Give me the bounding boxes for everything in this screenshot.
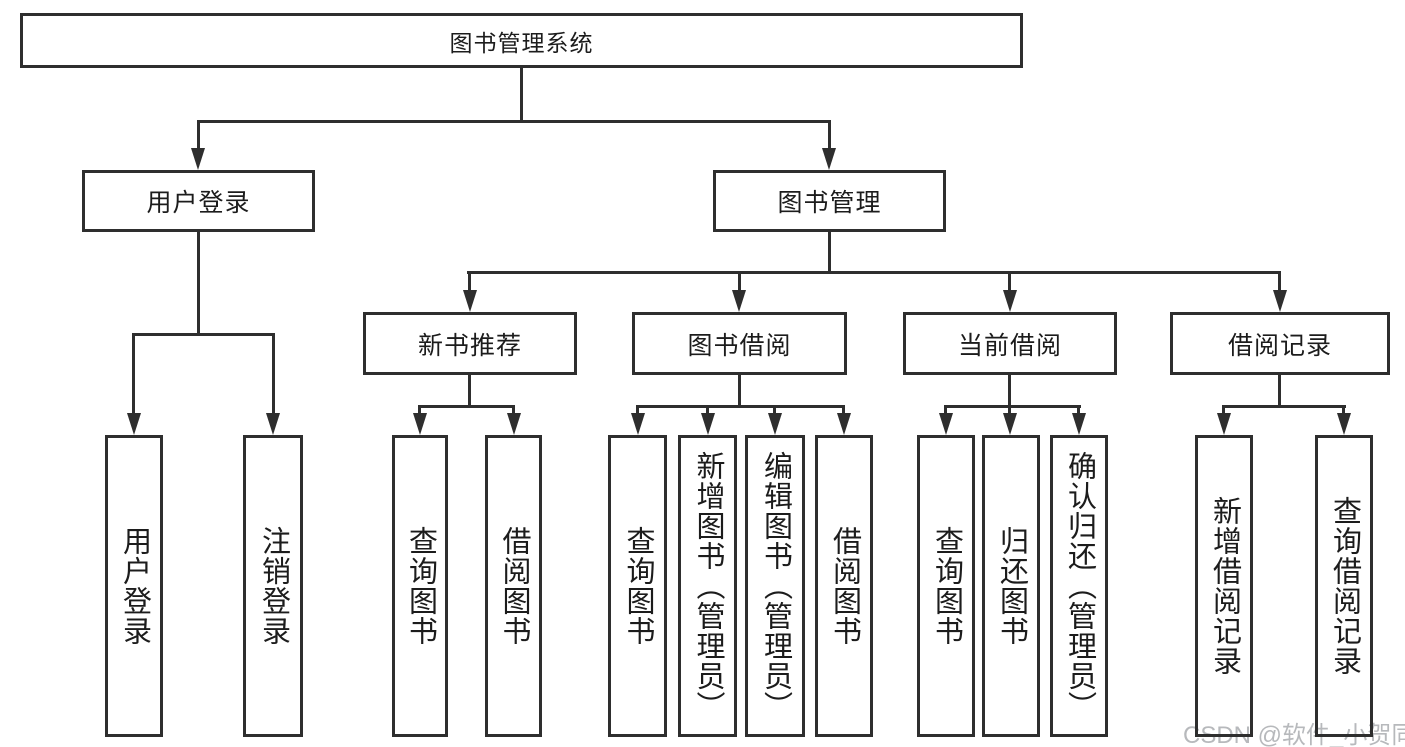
- connector-line: [738, 271, 741, 290]
- connector-line: [842, 405, 845, 413]
- node-borrowing-records: 借阅记录: [1170, 312, 1390, 375]
- connector-line: [944, 405, 947, 413]
- arrow-down-icon: [837, 413, 851, 435]
- node-label: 确认归还（管理员）: [1063, 451, 1096, 721]
- node-root-system: 图书管理系统: [20, 13, 1023, 68]
- arrow-down-icon: [1217, 413, 1231, 435]
- node-label: 查询借阅记录: [1328, 496, 1361, 676]
- node-label: 用户登录: [146, 189, 251, 217]
- node-label: 新书推荐: [417, 331, 522, 360]
- node-label: 借阅图书: [498, 526, 530, 646]
- node-new-book-recommend: 新书推荐: [363, 312, 577, 375]
- node-leaf-query-books-2: 查询图书: [608, 435, 667, 737]
- node-leaf-confirm-return-admin: 确认归还（管理员）: [1050, 435, 1108, 737]
- connector-line: [828, 232, 831, 271]
- node-user-login-branch: 用户登录: [82, 170, 315, 232]
- arrow-down-icon: [939, 413, 953, 435]
- node-label: 新增图书（管理员）: [692, 451, 724, 721]
- connector-line: [1008, 375, 1011, 405]
- connector-line: [197, 232, 200, 333]
- node-label: 查询图书: [404, 526, 437, 646]
- arrow-down-icon: [732, 290, 746, 312]
- node-current-borrowing: 当前借阅: [903, 312, 1117, 375]
- node-leaf-borrow-books-1: 借阅图书: [485, 435, 542, 737]
- node-leaf-user-login: 用户登录: [105, 435, 163, 737]
- node-leaf-borrow-books-2: 借阅图书: [815, 435, 873, 737]
- node-leaf-return-books: 归还图书: [982, 435, 1040, 737]
- connector-line: [1222, 405, 1225, 413]
- connector-line: [468, 271, 471, 290]
- connector-line: [738, 375, 741, 405]
- arrow-down-icon: [1072, 413, 1086, 435]
- arrow-down-icon: [822, 148, 836, 170]
- node-label: 当前借阅: [957, 331, 1062, 360]
- connector-line: [512, 405, 515, 413]
- connector-line: [1077, 405, 1080, 413]
- connector-line: [418, 405, 515, 408]
- connector-line: [706, 405, 709, 413]
- connector-line: [132, 333, 275, 336]
- arrow-down-icon: [1003, 290, 1017, 312]
- connector-line: [1278, 271, 1281, 290]
- node-leaf-logout: 注销登录: [243, 435, 303, 737]
- arrow-down-icon: [507, 413, 521, 435]
- connector-line: [1008, 271, 1011, 290]
- connector-line: [272, 333, 275, 413]
- connector-line: [418, 405, 421, 413]
- connector-line: [773, 405, 776, 413]
- arrow-down-icon: [463, 290, 477, 312]
- connector-line: [197, 120, 831, 123]
- node-label: 图书借阅: [687, 331, 792, 360]
- connector-line: [828, 120, 831, 150]
- node-label: 注销登录: [257, 526, 290, 646]
- connector-line: [1222, 405, 1346, 408]
- node-label: 借阅图书: [828, 526, 861, 646]
- node-leaf-query-borrow-record: 查询借阅记录: [1315, 435, 1373, 737]
- node-leaf-add-books-admin: 新增图书（管理员）: [678, 435, 737, 737]
- node-label: 用户登录: [118, 526, 151, 646]
- connector-line: [1342, 405, 1345, 413]
- connector-line: [944, 405, 1081, 408]
- arrow-down-icon: [127, 413, 141, 435]
- connector-line: [1008, 405, 1011, 413]
- connector-line: [520, 68, 523, 120]
- arrow-down-icon: [191, 148, 205, 170]
- node-leaf-query-books-3: 查询图书: [917, 435, 975, 737]
- connector-line: [636, 405, 845, 408]
- arrow-down-icon: [1003, 413, 1017, 435]
- node-label: 归还图书: [995, 526, 1028, 646]
- connector-line: [132, 333, 135, 413]
- node-leaf-add-borrow-record: 新增借阅记录: [1195, 435, 1253, 737]
- node-label: 查询图书: [930, 526, 963, 646]
- arrow-down-icon: [413, 413, 427, 435]
- arrow-down-icon: [768, 413, 782, 435]
- arrow-down-icon: [266, 413, 280, 435]
- arrow-down-icon: [1337, 413, 1351, 435]
- connector-line: [1278, 375, 1281, 405]
- node-book-management-branch: 图书管理: [713, 170, 946, 232]
- node-label: 编辑图书（管理员）: [759, 451, 792, 721]
- connector-line: [197, 120, 200, 150]
- node-book-borrowing: 图书借阅: [632, 312, 847, 375]
- node-label: 借阅记录: [1227, 331, 1332, 360]
- node-leaf-query-books-1: 查询图书: [392, 435, 448, 737]
- node-label: 图书管理: [777, 189, 882, 217]
- connector-line: [467, 271, 1281, 274]
- connector-line: [468, 375, 471, 405]
- arrow-down-icon: [1273, 290, 1287, 312]
- node-label: 新增借阅记录: [1208, 496, 1241, 676]
- arrow-down-icon: [631, 413, 645, 435]
- arrow-down-icon: [701, 413, 715, 435]
- connector-line: [636, 405, 639, 413]
- node-label: 查询图书: [622, 526, 654, 646]
- node-label: 图书管理系统: [449, 29, 594, 56]
- node-leaf-edit-books-admin: 编辑图书（管理员）: [745, 435, 805, 737]
